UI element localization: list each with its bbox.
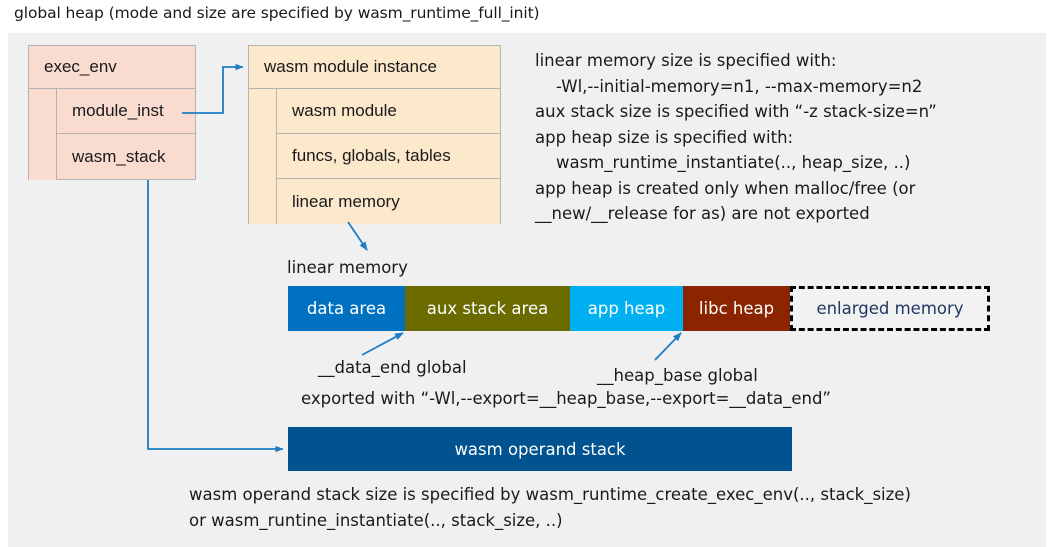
linear-memory-bar: data area aux stack area app heap libc h…	[288, 286, 990, 331]
wasm-module-instance-fields: wasm module funcs, globals, tables linea…	[277, 89, 500, 224]
memory-segment-enlarged-memory-label: enlarged memory	[816, 299, 964, 318]
wasm-module-instance-body: wasm module funcs, globals, tables linea…	[249, 89, 500, 224]
annotation-exported-with: exported with “-Wl,--export=__heap_base,…	[301, 389, 831, 408]
exec-env-field-module-inst: module_inst	[57, 89, 195, 134]
memory-segment-enlarged-memory: enlarged memory	[790, 286, 990, 331]
wasm-operand-stack-box: wasm operand stack	[288, 427, 792, 471]
exec-env-field-wasm-stack: wasm_stack	[57, 134, 195, 179]
memory-segment-app-heap: app heap	[570, 286, 683, 331]
memory-config-note: linear memory size is specified with: -W…	[535, 51, 937, 223]
module-instance-field-funcs-globals-tables: funcs, globals, tables	[277, 134, 500, 179]
module-instance-field-linear-memory: linear memory	[277, 179, 500, 224]
exec-env-gutter	[29, 89, 57, 180]
annotation-heap-base-global: __heap_base global	[597, 366, 758, 385]
memory-segment-aux-stack-area: aux stack area	[405, 286, 570, 331]
memory-segment-app-heap-label: app heap	[587, 299, 666, 318]
memory-segment-libc-heap: libc heap	[683, 286, 790, 331]
exec-env-body: module_inst wasm_stack	[29, 89, 195, 180]
memory-segment-libc-heap-label: libc heap	[698, 299, 775, 318]
exec-env-box: exec_env module_inst wasm_stack	[28, 45, 196, 180]
operand-stack-note: wasm operand stack size is specified by …	[189, 485, 911, 530]
memory-segment-data-area-label: data area	[306, 299, 387, 318]
memory-segment-aux-stack-area-label: aux stack area	[426, 299, 549, 318]
exec-env-fields: module_inst wasm_stack	[57, 89, 195, 180]
module-instance-field-wasm-module: wasm module	[277, 89, 500, 134]
annotation-data-end-global: __data_end global	[318, 358, 467, 377]
wasm-operand-stack-label: wasm operand stack	[454, 439, 626, 459]
wasm-module-instance-box: wasm module instance wasm module funcs, …	[248, 45, 501, 224]
wasm-module-instance-gutter	[249, 89, 277, 224]
linear-memory-label: linear memory	[287, 258, 408, 277]
diagram-title: global heap (mode and size are specified…	[14, 4, 540, 22]
exec-env-header: exec_env	[29, 46, 195, 89]
memory-segment-data-area: data area	[288, 286, 405, 331]
wasm-module-instance-header: wasm module instance	[249, 46, 500, 89]
